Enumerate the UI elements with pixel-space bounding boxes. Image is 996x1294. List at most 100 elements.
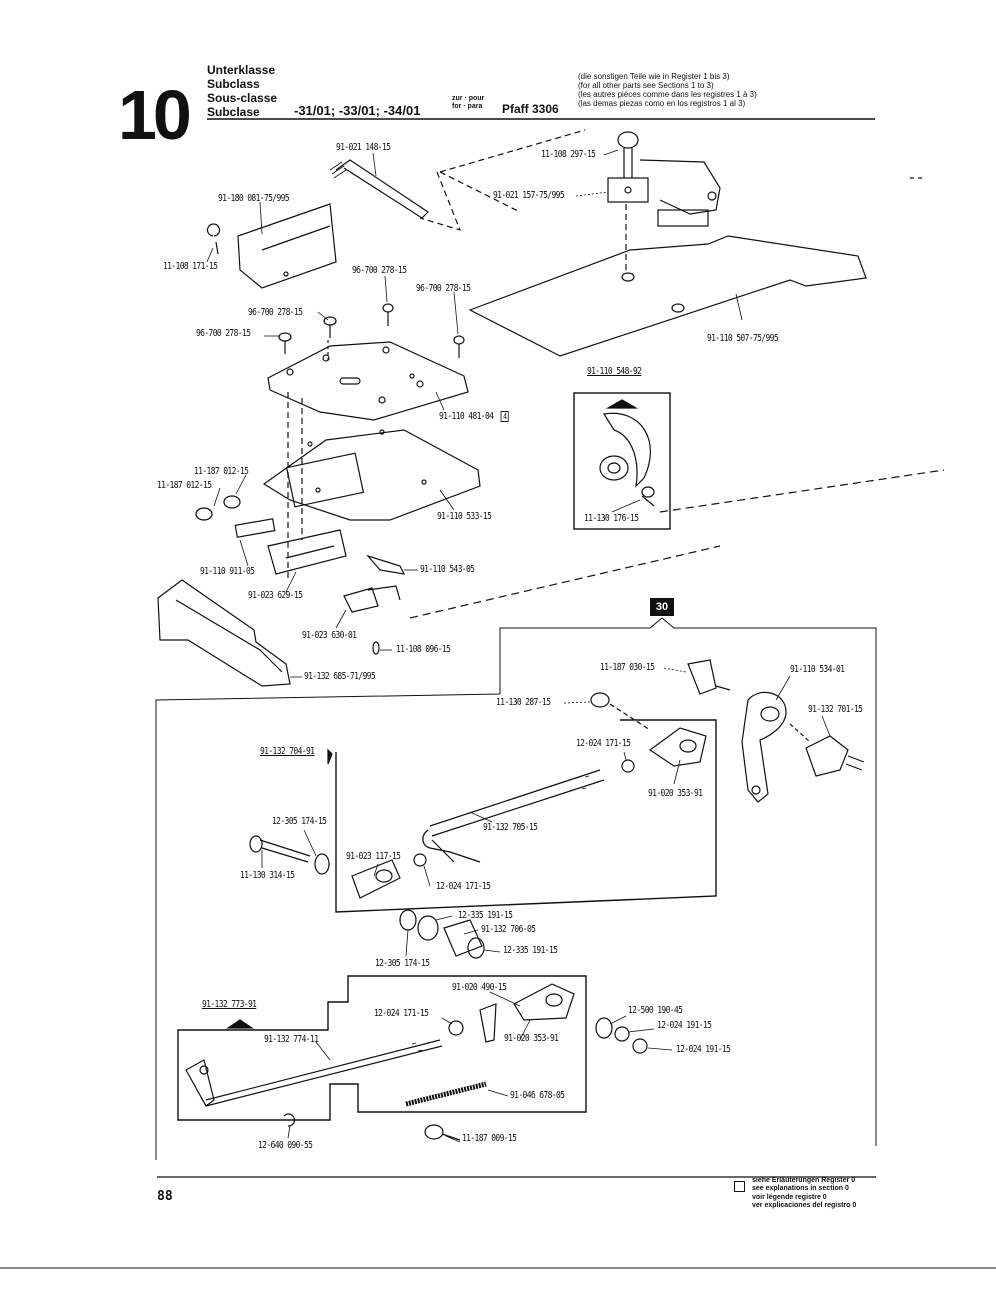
part-label: 11-130 176-15 (584, 513, 639, 524)
part-label: 91-132 704-91 (260, 746, 315, 757)
part-label: 11-130 314-15 (240, 870, 295, 881)
part-label: 12-024 191-15 (676, 1044, 731, 1055)
feed-plate (262, 429, 481, 521)
hook-box (573, 392, 671, 530)
ring-icon (283, 1113, 296, 1127)
screw-icon (617, 131, 639, 149)
part-label: 12-640 090-55 (258, 1140, 313, 1151)
part-label: 12-024 191-15 (657, 1020, 712, 1031)
note-line-de: (die sonstigen Teile wie in Register 1 b… (578, 72, 730, 81)
part-label: 11-187 030-15 (600, 662, 655, 673)
part-label: 96-700 278-15 (352, 265, 407, 276)
screw-icon (424, 1124, 444, 1140)
part-label: 91-020 490-15 (452, 982, 507, 993)
part-label: 91-110 548-92 (587, 366, 642, 377)
legend-note: siehe Erläuterungen Register 0 see expla… (752, 1177, 856, 1211)
explanation-box-icon (734, 1181, 745, 1192)
bracket-icon (479, 1003, 497, 1043)
part-label: 12-024 171-15 (374, 1008, 429, 1019)
part-label: 12-305 174-15 (375, 958, 430, 969)
legend-line-fr: voir légende registre 0 (752, 1193, 827, 1201)
hinge-block (607, 177, 649, 203)
part-label: 91-132 701-15 (808, 704, 863, 715)
note-line-fr: (les autres pièces comme dans les regist… (578, 89, 757, 99)
part-label: 12-335 191-15 (458, 910, 513, 921)
legend-line-en: see explanations in section 0 (752, 1185, 849, 1193)
part-label: 91-110 534-01 (790, 664, 845, 675)
page-number: 88 (157, 1189, 173, 1204)
screw-icon (223, 495, 241, 509)
screw-icon (590, 692, 610, 708)
spring-icon (405, 1081, 487, 1107)
part-label: 91-023 629-15 (248, 590, 303, 601)
part-label: 11-187 012-15 (157, 480, 212, 491)
needle-plate (267, 341, 469, 421)
part-label: 91-180 081-75/995 (218, 193, 290, 204)
nut-icon (448, 1020, 464, 1036)
long-rod (205, 1039, 443, 1107)
subclass-list: -31/01; -33/01; -34/01 (294, 103, 421, 118)
part-label: 91-110 507-75/995 (707, 333, 779, 344)
part-label-text: 91-110 481-04 (439, 411, 494, 422)
part-label: 91-132 705-15 (483, 822, 538, 833)
subclass-label-en: Subclass (207, 77, 260, 91)
screws-96-700 (278, 303, 465, 358)
for-label-de-fr: zur · pour (452, 95, 485, 102)
part-label: 12-024 171-15 (576, 738, 631, 749)
other-parts-note: (die sonstigen Teile wie in Register 1 b… (578, 72, 757, 109)
part-label: 91-110 543-05 (420, 564, 475, 575)
section-30-badge: 30 (650, 598, 674, 616)
part-label: 91-132 773-91 (202, 999, 257, 1010)
legend-line-de: siehe Erläuterungen Register 0 (752, 1177, 856, 1184)
rod-end (185, 1059, 215, 1107)
part-label: 91-021 157-75/995 (493, 190, 565, 201)
nut-icon (614, 1026, 630, 1042)
for-label-en-es: for · para (452, 103, 483, 111)
part-label: 91-023 117-15 (346, 851, 401, 862)
clevis-block (351, 859, 401, 899)
note-line-es: (las demas piezas como en los registros … (578, 98, 746, 108)
washer-icon (467, 937, 485, 959)
guide-block (267, 529, 347, 575)
screw-icon (259, 839, 311, 863)
roller-icon (443, 919, 483, 957)
part-label: 96-700 278-15 (196, 328, 251, 339)
part-label: 91-023 630-01 (302, 630, 357, 641)
note-line-en: (for all other parts see Sections 1 to 3… (578, 80, 714, 90)
nut-icon (632, 1038, 648, 1054)
part-label: 91-132 774-11 (264, 1034, 319, 1045)
subclass-label-de: Unterklasse (207, 63, 276, 77)
part-label: 12-305 174-15 (272, 816, 327, 827)
cover-bracket (237, 203, 337, 289)
part-label: 12-500 190-45 (628, 1005, 683, 1016)
hook-icon (603, 412, 651, 488)
part-label: 11-108 171-15 (163, 261, 218, 272)
bent-pin (335, 159, 429, 219)
part-label: 91-110 911-05 (200, 566, 255, 577)
part-label: 11-108 096-15 (396, 644, 451, 655)
part-label: 91-021 148-15 (336, 142, 391, 153)
part-label: 91-110 481-04 4 (439, 411, 509, 422)
washer-icon (417, 915, 439, 941)
screw-icon (206, 223, 221, 237)
part-label: 91-046 678-05 (510, 1090, 565, 1101)
nut-icon (621, 759, 635, 773)
link-box (335, 719, 717, 913)
washer-icon (595, 1017, 613, 1039)
part-label: 11-187 012-15 (194, 466, 249, 477)
part-label: 96-700 278-15 (248, 307, 303, 318)
part-label: 91-020 353-91 (504, 1033, 559, 1044)
legend-line-es: ver explicaciones del registro 0 (752, 1202, 857, 1210)
part-label: 91-132 685-71/995 (304, 671, 376, 682)
for-label: zur · pour for · para (452, 95, 484, 111)
screw-icon (687, 659, 717, 695)
subclass-label-fr: Sous-classe (207, 91, 278, 105)
part-label: 11-130 287-15 (496, 697, 551, 708)
nut-icon (413, 853, 427, 867)
section-number: 10 (118, 76, 192, 154)
stud-icon (805, 735, 849, 777)
leader-lines (206, 149, 831, 1143)
screw-icon (195, 507, 213, 521)
washer-icon (399, 909, 417, 931)
